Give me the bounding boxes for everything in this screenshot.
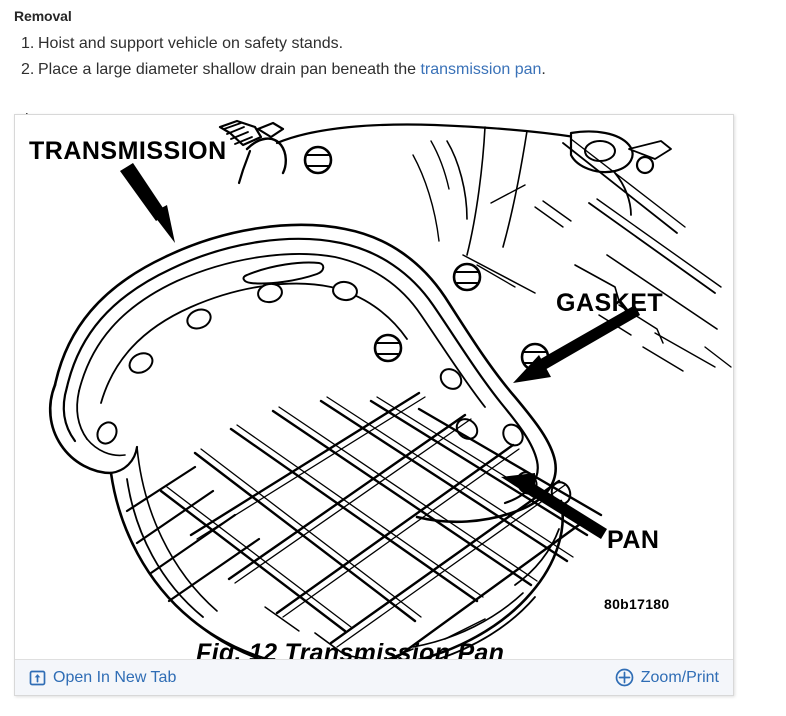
step-number: 1. xyxy=(21,35,35,52)
callout-pan: PAN xyxy=(607,526,660,554)
procedure-step: 2.Place a large diameter shallow drain p… xyxy=(0,57,786,83)
step-text: Place a large diameter shallow drain pan… xyxy=(38,61,421,78)
open-in-new-tab-button[interactable]: Open In New Tab xyxy=(29,669,176,687)
transmission-pan-link[interactable]: transmission pan xyxy=(420,61,542,78)
zoom-plus-icon xyxy=(615,668,634,687)
figure-image-area[interactable]: TRANSMISSION GASKET PAN 80b17180 Fig. 12… xyxy=(15,115,733,659)
open-in-new-tab-icon xyxy=(29,669,46,686)
figure-toolbar: Open In New Tab Zoom/Print xyxy=(15,659,733,695)
open-in-new-tab-label: Open In New Tab xyxy=(53,668,177,686)
step-text: Hoist and support vehicle on safety stan… xyxy=(38,35,344,52)
step-number: 2. xyxy=(21,61,35,78)
zoom-print-button[interactable]: Zoom/Print xyxy=(615,668,719,687)
figure-caption: Fig. 12 Transmission Pan xyxy=(196,639,505,659)
figure-panel: TRANSMISSION GASKET PAN 80b17180 Fig. 12… xyxy=(14,114,734,696)
transmission-pan-drawing xyxy=(48,119,732,659)
procedure-step-list: 1.Hoist and support vehicle on safety st… xyxy=(0,31,786,83)
step-text-tail: . xyxy=(541,61,546,78)
callout-transmission: TRANSMISSION xyxy=(29,137,227,165)
figure-code: 80b17180 xyxy=(604,596,670,612)
procedure-section: Removal 1.Hoist and support vehicle on s… xyxy=(0,0,786,83)
callout-gasket: GASKET xyxy=(556,289,664,317)
procedure-heading: Removal xyxy=(14,8,72,24)
zoom-print-label: Zoom/Print xyxy=(640,668,719,686)
procedure-step: 1.Hoist and support vehicle on safety st… xyxy=(0,31,786,57)
